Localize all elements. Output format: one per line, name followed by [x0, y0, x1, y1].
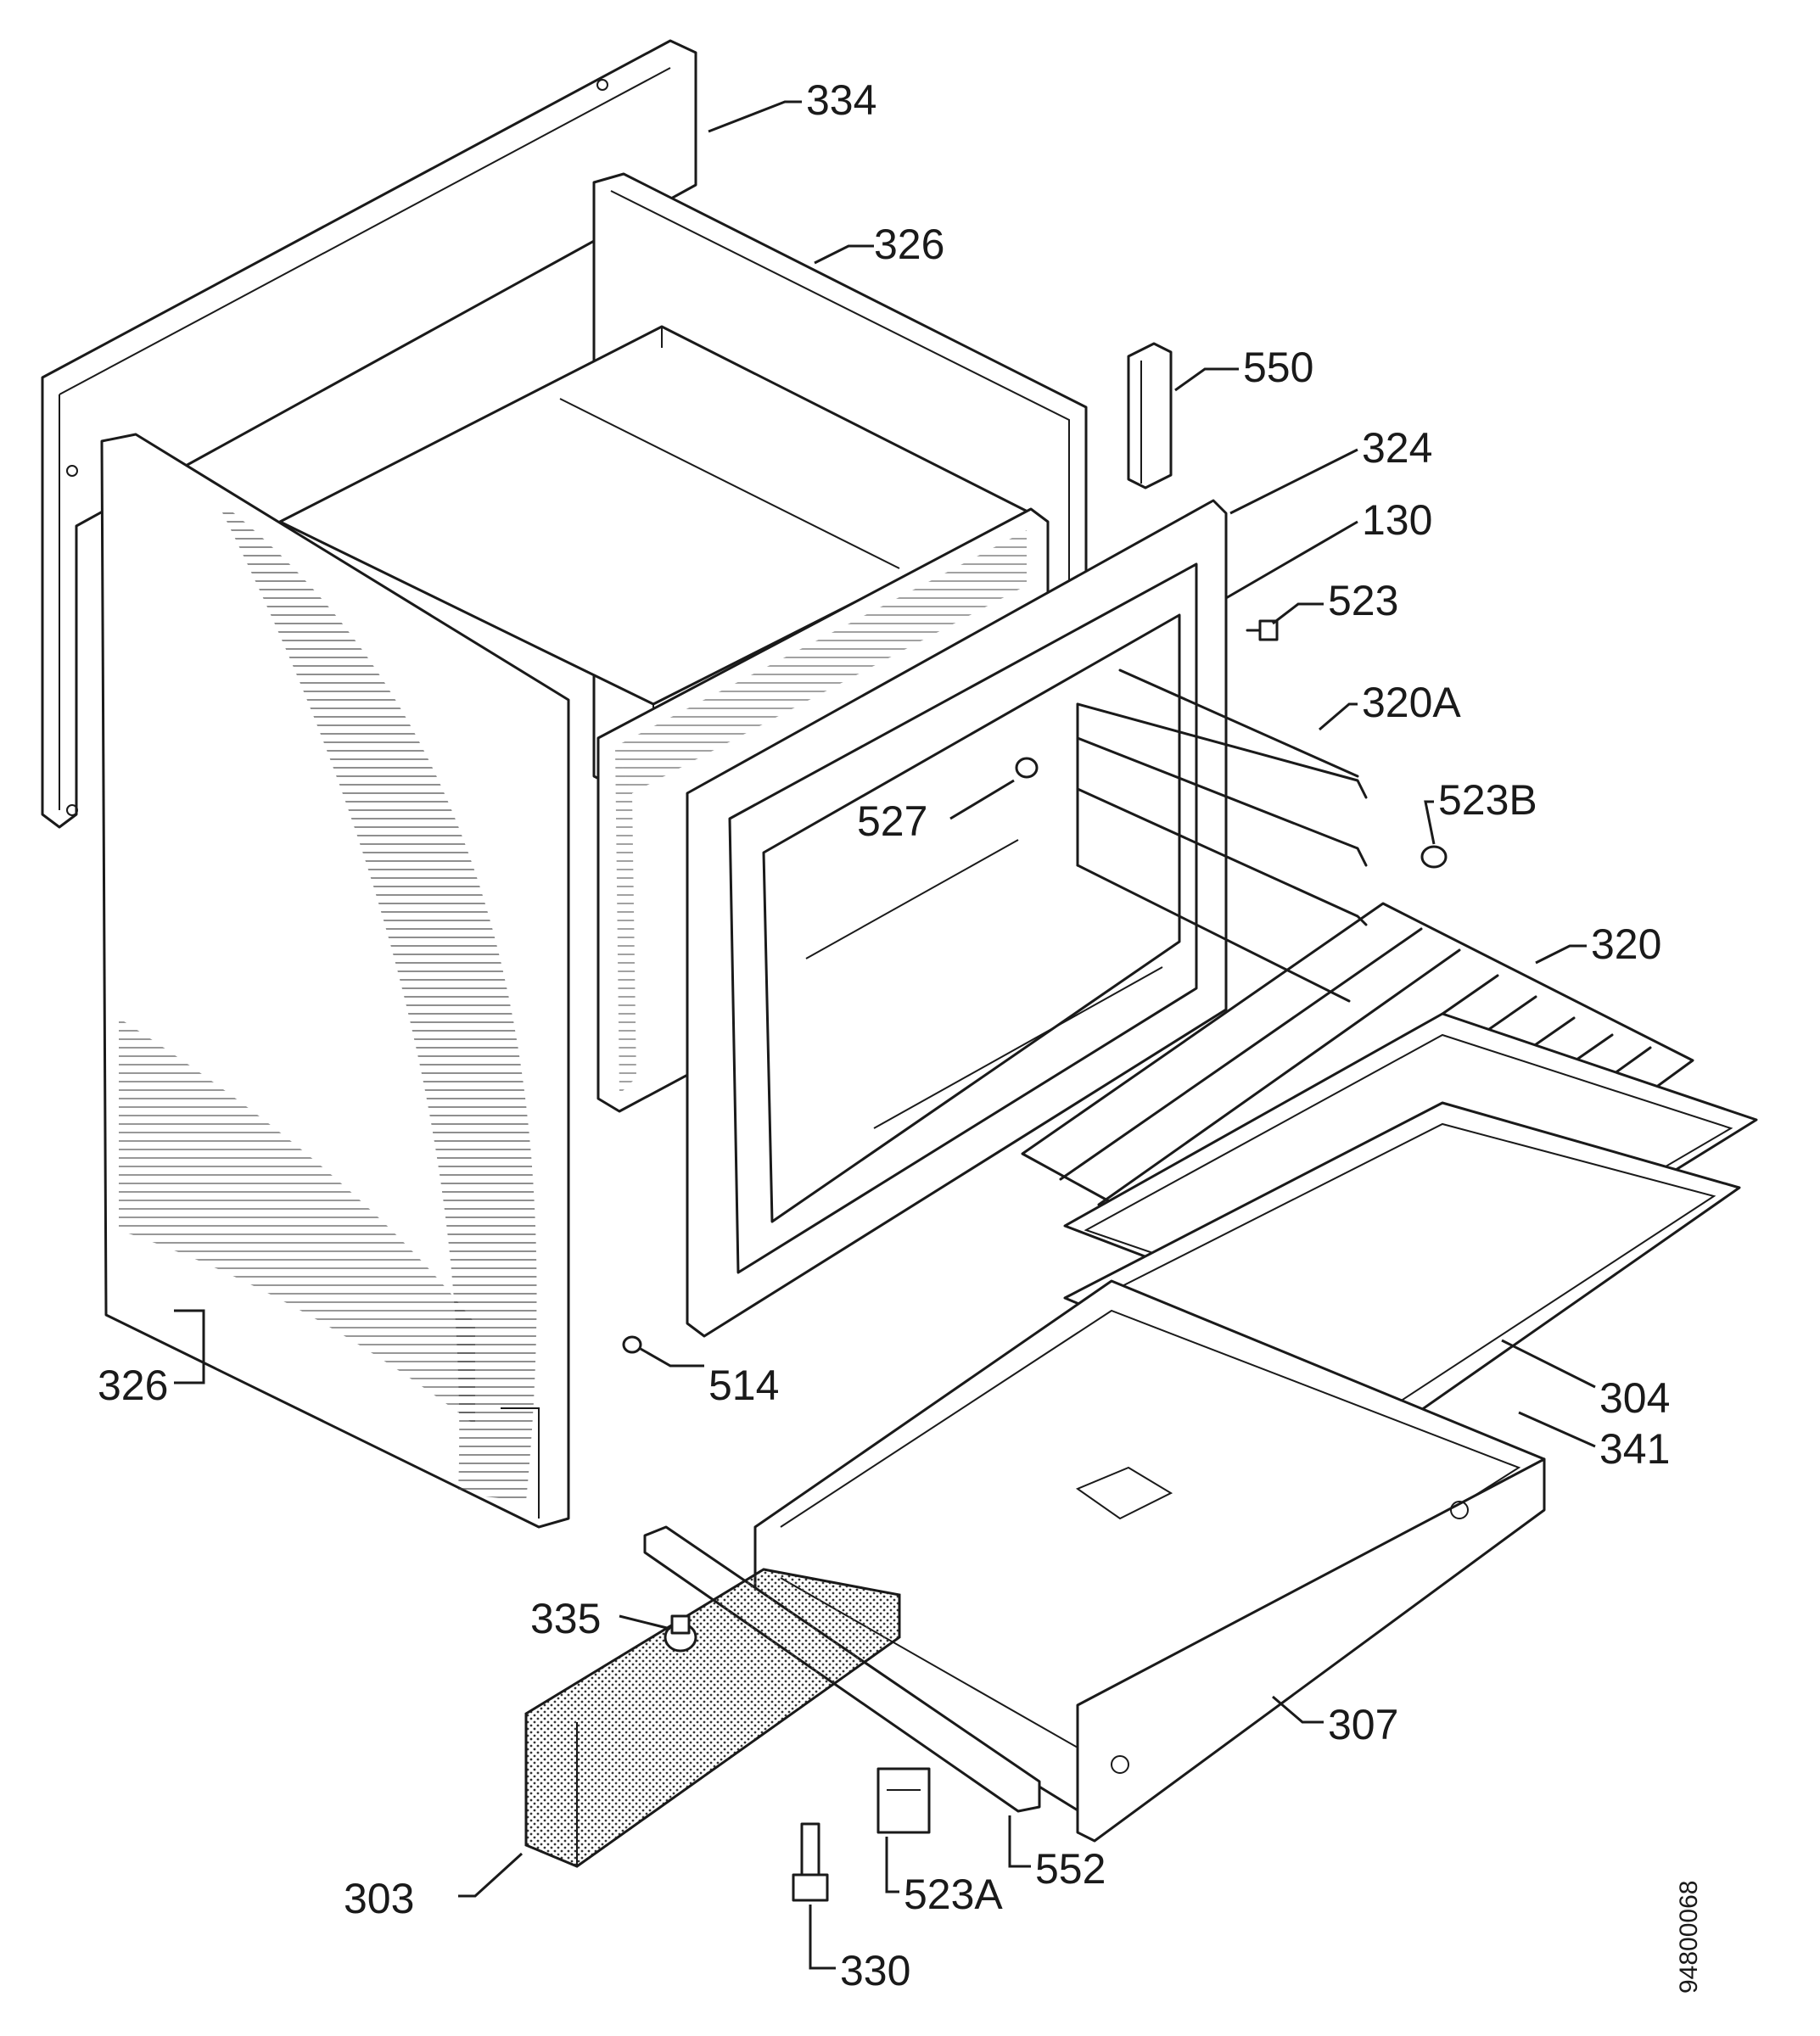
label-326-left: 326	[98, 1362, 168, 1409]
bulb-527	[1015, 757, 1039, 779]
label-320: 320	[1591, 920, 1661, 968]
nut-514	[622, 1335, 642, 1354]
label-303: 303	[344, 1875, 414, 1922]
label-326-top: 326	[874, 221, 944, 268]
clip-523A	[876, 1767, 931, 1834]
label-320A: 320A	[1362, 679, 1461, 726]
hinge-strip-550	[1127, 342, 1173, 489]
label-527: 527	[857, 797, 927, 845]
front-frame-324	[686, 499, 1228, 1338]
label-307: 307	[1328, 1701, 1398, 1748]
label-334: 334	[806, 76, 876, 124]
foot-330	[792, 1822, 829, 1902]
leader-lines	[174, 100, 1596, 1970]
label-523: 523	[1328, 577, 1398, 624]
screw-523	[1246, 619, 1279, 641]
label-523B: 523B	[1438, 776, 1537, 824]
back-panel-334	[41, 39, 697, 829]
side-panel-326-left	[100, 433, 570, 1529]
document-id: 94800068	[1675, 1881, 1703, 1994]
label-341: 341	[1599, 1425, 1670, 1473]
drawer-307	[753, 1279, 1546, 1843]
label-130: 130	[1362, 496, 1432, 544]
label-304: 304	[1599, 1374, 1670, 1422]
label-330: 330	[840, 1947, 910, 1994]
label-324: 324	[1362, 424, 1432, 472]
label-335: 335	[530, 1595, 601, 1642]
knob-335	[664, 1614, 697, 1653]
grommet-523B	[1420, 845, 1448, 869]
side-rack-320A	[1076, 668, 1368, 1003]
label-523A: 523A	[904, 1871, 1003, 1918]
label-514: 514	[708, 1362, 779, 1409]
label-550: 550	[1243, 344, 1313, 391]
plinth-303	[524, 1568, 901, 1868]
label-552: 552	[1035, 1845, 1106, 1893]
